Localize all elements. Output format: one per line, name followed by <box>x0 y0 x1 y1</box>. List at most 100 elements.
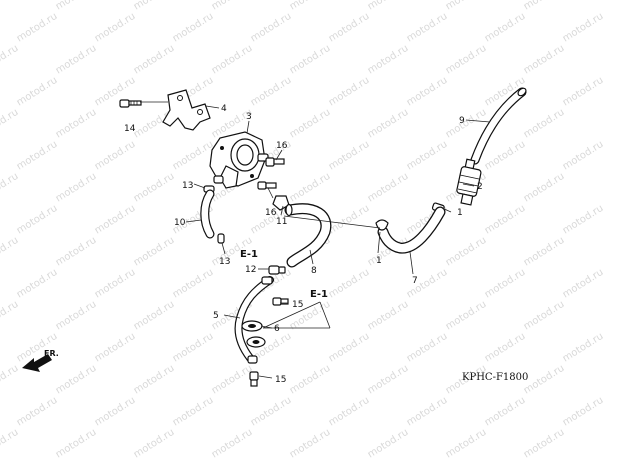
watermark-text: motod.ru <box>132 43 177 77</box>
reference-e1-upper: E-1 <box>240 249 258 260</box>
watermark-text: motod.ru <box>366 171 411 205</box>
hose-8 <box>284 203 332 268</box>
bolt-14 <box>119 99 142 108</box>
watermark-text: motod.ru <box>132 363 177 397</box>
callout-9: 9 <box>459 116 465 126</box>
watermark-text: motod.ru <box>93 267 138 301</box>
hose-9 <box>470 87 527 165</box>
watermark-text: motod.ru <box>0 299 20 333</box>
watermark-text: motod.ru <box>0 0 20 13</box>
watermark-text: motod.ru <box>132 0 177 13</box>
bolt-15-lower <box>249 371 259 387</box>
leader-lines <box>140 101 491 379</box>
watermark-text: motod.ru <box>327 267 372 301</box>
hose-10 <box>200 189 215 239</box>
watermark-text: motod.ru <box>15 267 60 301</box>
watermark-text: motod.ru <box>405 139 450 173</box>
watermark-text: motod.ru <box>288 171 333 205</box>
watermark-text: motod.ru <box>0 171 20 205</box>
watermark-text: motod.ru <box>171 267 216 301</box>
watermark-text: motod.ru <box>93 11 138 45</box>
watermark-text: motod.ru <box>483 331 528 365</box>
front-direction-arrow: FR. <box>22 349 59 372</box>
callout-16a: 16 <box>276 141 288 151</box>
watermark-text: motod.ru <box>561 267 606 301</box>
callout-12: 12 <box>245 265 256 275</box>
watermark-text: motod.ru <box>288 427 333 461</box>
watermark-text: motod.ru <box>327 75 372 109</box>
watermark-text: motod.ru <box>54 235 99 269</box>
watermark-text: motod.ru <box>405 395 450 429</box>
callout-14: 14 <box>124 124 136 134</box>
watermark-text: motod.ru <box>93 203 138 237</box>
bracket-4 <box>162 89 211 131</box>
watermark-text: motod.ru <box>288 0 333 13</box>
callout-7: 7 <box>412 276 418 286</box>
watermark-text: motod.ru <box>483 267 528 301</box>
grommet-6-upper <box>241 320 263 332</box>
watermark-text: motod.ru <box>561 331 606 365</box>
callout-10: 10 <box>174 218 186 228</box>
watermark-text: motod.ru <box>93 331 138 365</box>
watermark-text: motod.ru <box>0 107 20 141</box>
watermark-text: motod.ru <box>132 299 177 333</box>
watermark-text: motod.ru <box>483 203 528 237</box>
front-direction-label: FR. <box>44 349 59 358</box>
watermark-text: motod.ru <box>444 427 489 461</box>
bolt-15-upper <box>272 297 289 306</box>
watermark-text: motod.ru <box>15 139 60 173</box>
callout-3: 3 <box>246 112 252 122</box>
watermark-text: motod.ru <box>15 75 60 109</box>
watermark-text: motod.ru <box>522 43 567 77</box>
watermark-text: motod.ru <box>54 107 99 141</box>
callout-15b: 15 <box>275 375 286 385</box>
watermark-text: motod.ru <box>0 43 20 77</box>
watermark-text: motod.ru <box>210 363 255 397</box>
watermark-text: motod.ru <box>366 363 411 397</box>
watermark-text: motod.ru <box>0 427 20 461</box>
watermark-text: motod.ru <box>210 43 255 77</box>
watermark-text: motod.ru <box>93 395 138 429</box>
watermark-text: motod.ru <box>561 203 606 237</box>
callout-6: 6 <box>274 324 280 334</box>
watermark-text: motod.ru <box>0 363 20 397</box>
watermark-text: motod.ru <box>171 395 216 429</box>
callout-2: 2 <box>477 182 483 192</box>
watermark-text: motod.ru <box>483 139 528 173</box>
grommet-6-lower <box>246 336 266 348</box>
watermark-text: motod.ru <box>93 139 138 173</box>
watermark-text: motod.ru <box>327 139 372 173</box>
watermark-text: motod.ru <box>366 427 411 461</box>
watermark-text: motod.ru <box>522 363 567 397</box>
watermark-text: motod.ru <box>327 203 372 237</box>
watermark-text: motod.ru <box>561 395 606 429</box>
watermark-text: motod.ru <box>54 0 99 13</box>
watermark-text: motod.ru <box>405 331 450 365</box>
watermark-text: motod.ru <box>561 11 606 45</box>
callout-13a: 13 <box>182 181 193 191</box>
watermark-text: motod.ru <box>444 43 489 77</box>
watermark-text: motod.ru <box>0 235 20 269</box>
watermark-text: motod.ru <box>210 427 255 461</box>
watermark-text: motod.ru <box>483 395 528 429</box>
watermark-text: motod.ru <box>171 11 216 45</box>
callout-8: 8 <box>311 266 317 276</box>
watermark-text: motod.ru <box>132 235 177 269</box>
watermark-text: motod.ru <box>405 11 450 45</box>
watermark-text: motod.ru <box>366 107 411 141</box>
watermark-text: motod.ru <box>54 427 99 461</box>
callout-11: 11 <box>276 217 287 227</box>
watermark-text: motod.ru <box>171 331 216 365</box>
watermark-text: motod.ru <box>327 11 372 45</box>
callout-1: 1 <box>457 208 463 218</box>
watermark-text: motod.ru <box>522 427 567 461</box>
watermark-text: motod.ru <box>327 395 372 429</box>
watermark-text: motod.ru <box>522 235 567 269</box>
watermark-text: motod.ru <box>15 331 60 365</box>
bolt-16-lower <box>257 181 277 190</box>
watermark-text: motod.ru <box>132 171 177 205</box>
reference-e1-lower: E-1 <box>310 289 328 300</box>
watermark-text: motod.ru <box>54 43 99 77</box>
fuel-pump-3 <box>209 131 269 189</box>
